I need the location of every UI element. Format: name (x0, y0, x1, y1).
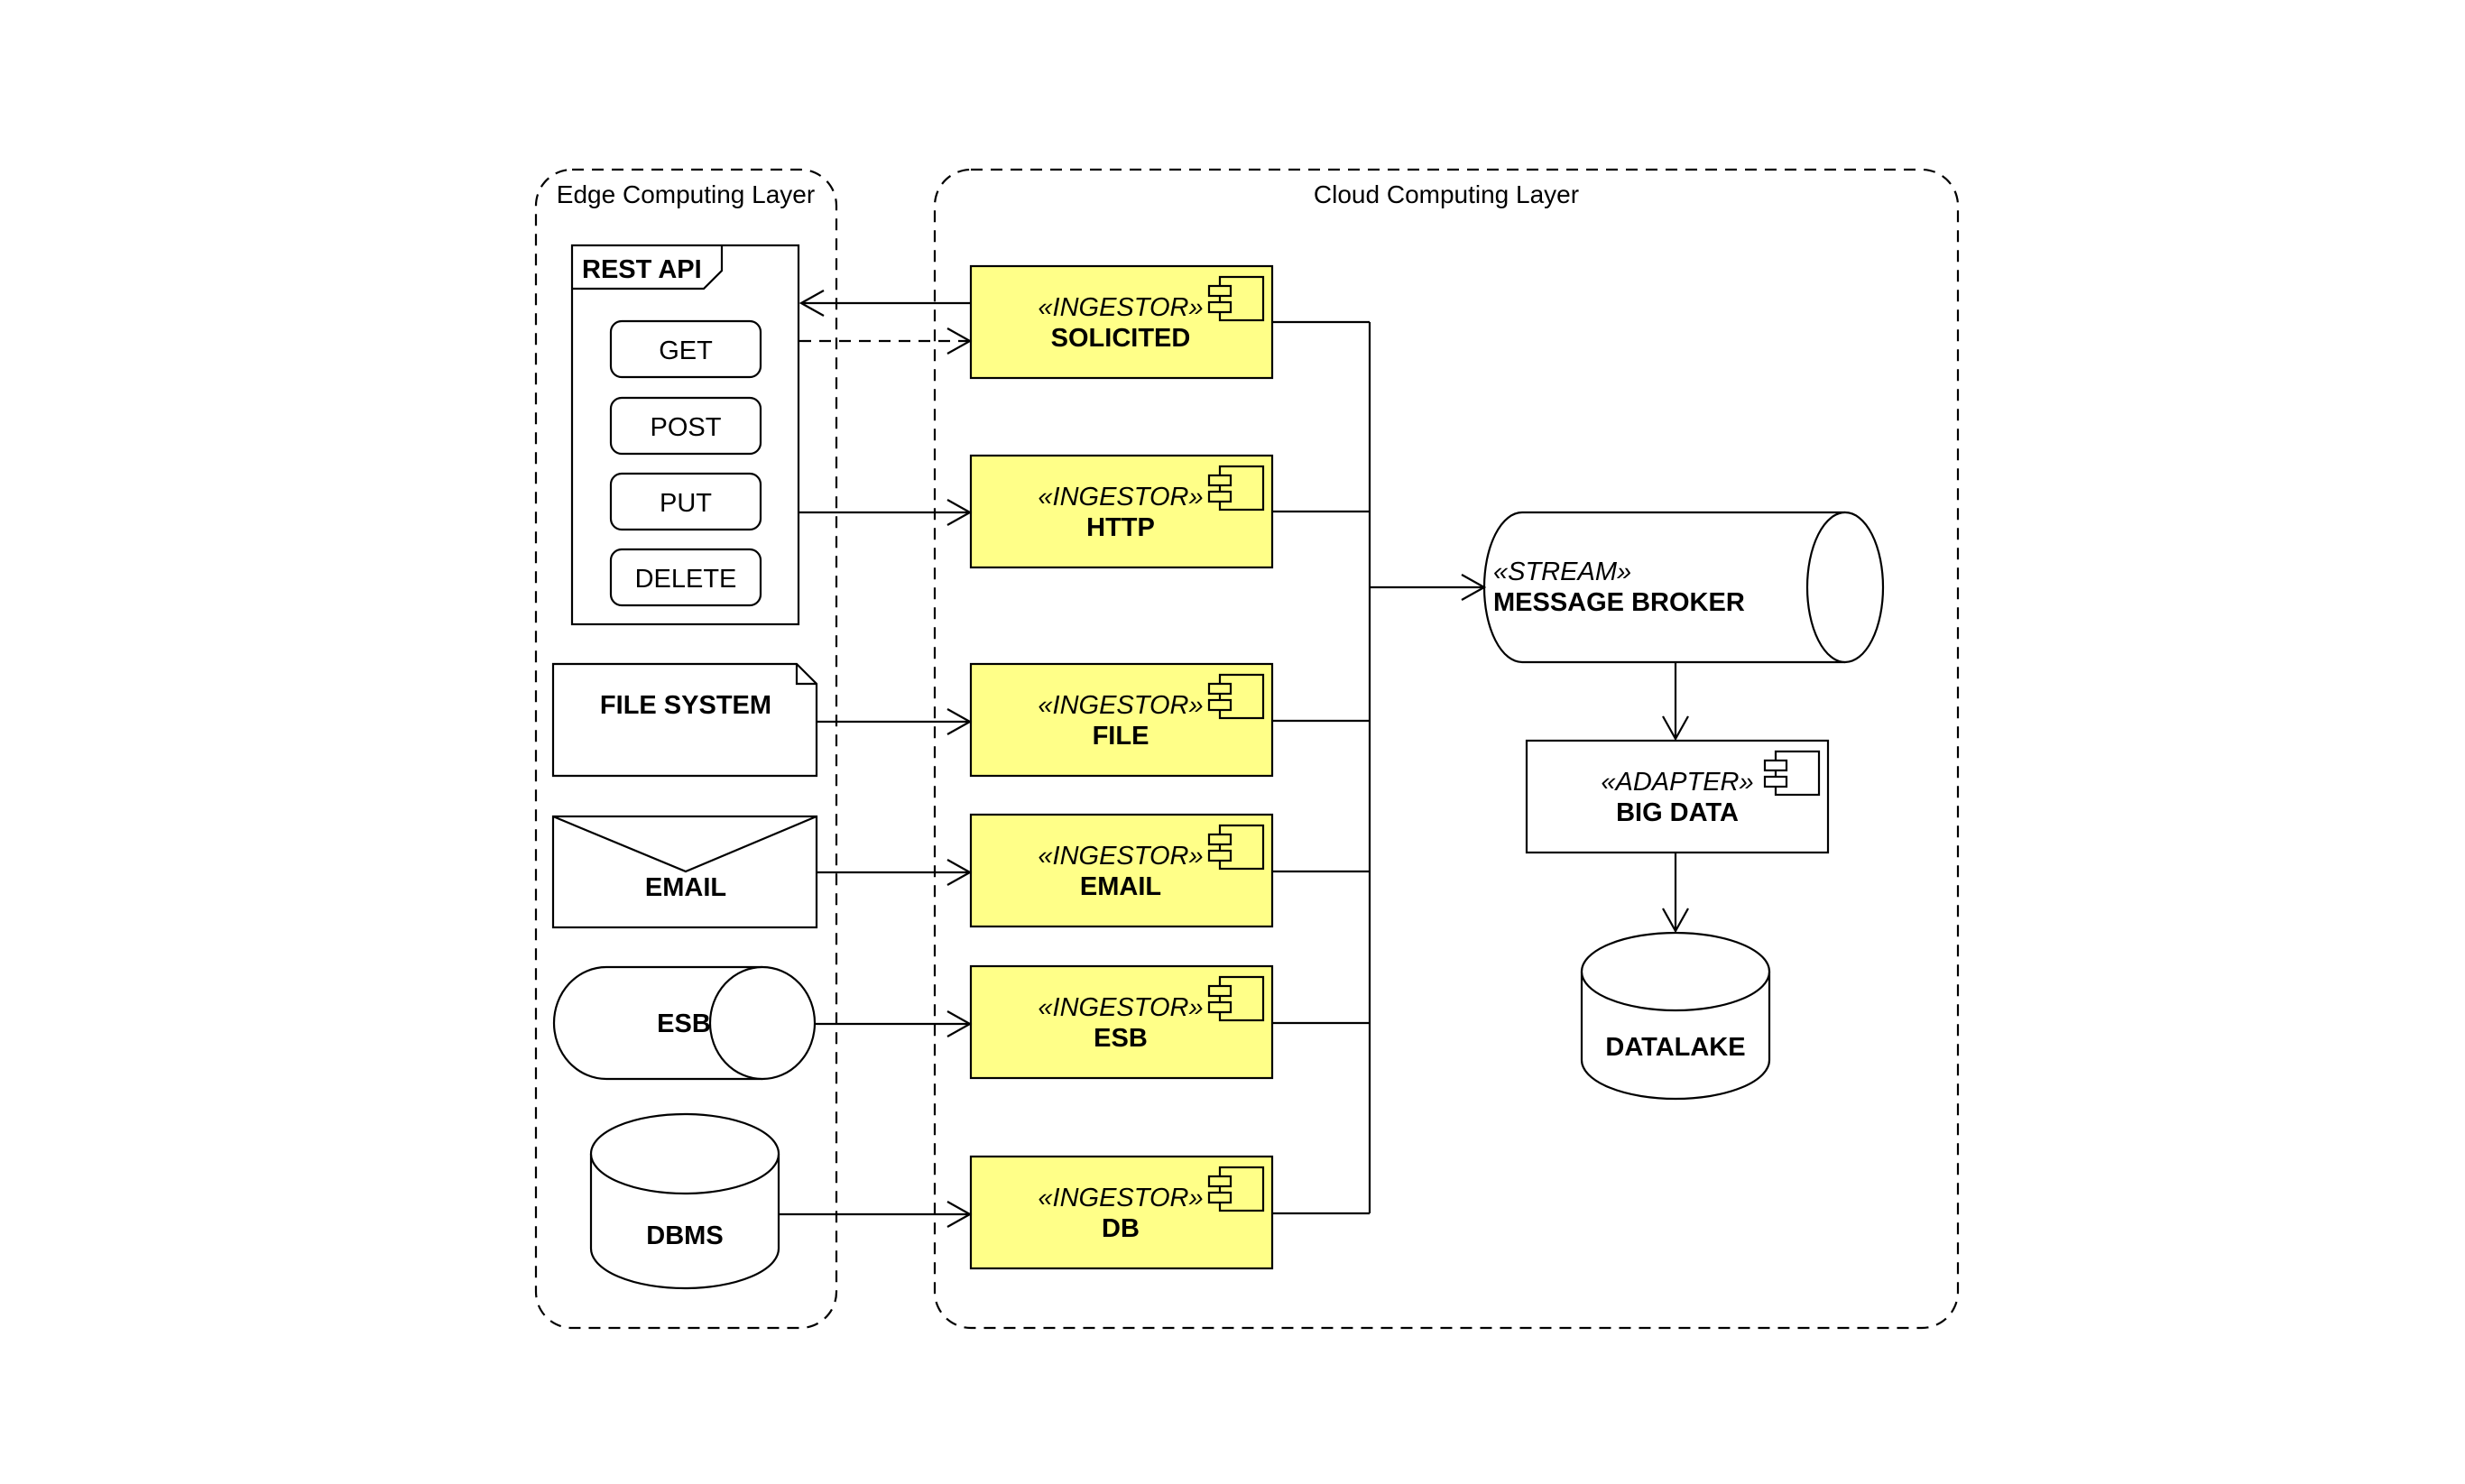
esb-node: ESB (552, 965, 817, 1081)
dbms-label: DBMS (646, 1221, 723, 1250)
ingestor-stereotype: «INGESTOR» (1038, 993, 1203, 1022)
ingestor-stereotype: «INGESTOR» (1038, 842, 1203, 871)
component-icon (1207, 1166, 1265, 1212)
file-system-node: FILE SYSTEM (551, 662, 818, 778)
ingestor-name: EMAIL (1080, 872, 1161, 901)
dbms-node: DBMS (589, 1112, 780, 1290)
ingestor-stereotype: «INGESTOR» (1038, 1184, 1203, 1212)
datalake-node: DATALAKE (1580, 931, 1771, 1101)
component-icon (1207, 824, 1265, 871)
method-post-label: POST (651, 413, 722, 442)
solicited-to-rest-arrow (799, 290, 971, 317)
cloud-layer-title: Cloud Computing Layer (1314, 180, 1579, 208)
method-put-label: PUT (660, 489, 712, 518)
cloud-computing-layer: Cloud Computing Layer (933, 168, 1960, 1330)
ingestor-stereotype: «INGESTOR» (1038, 293, 1203, 322)
method-delete: DELETE (609, 548, 762, 607)
method-delete-label: DELETE (635, 565, 737, 594)
method-get-label: GET (659, 336, 713, 365)
ingestor-name: SOLICITED (1051, 324, 1191, 353)
rest-api-title: REST API (582, 255, 702, 284)
component-icon (1207, 975, 1265, 1022)
ingestor-file: «INGESTOR»FILE (969, 662, 1274, 778)
ingestor-name: FILE (1093, 722, 1149, 751)
ingestor-http: «INGESTOR»HTTP (969, 454, 1274, 569)
dbms-to-db-arrow (779, 1201, 973, 1228)
ingestor-name: DB (1102, 1214, 1140, 1243)
email-to-email-arrow (817, 859, 973, 886)
connectors (779, 290, 1689, 1228)
adapter-component-icon (1763, 750, 1821, 797)
broker-stereotype: «STREAM» (1493, 558, 1631, 586)
ingestor-esb: «INGESTOR»ESB (969, 964, 1274, 1080)
component-icon (1207, 465, 1265, 512)
component-icon (1207, 275, 1265, 322)
rest-to-http-arrow (799, 499, 973, 526)
ingestor-components: «INGESTOR»SOLICITED«INGESTOR»HTTP«INGEST… (969, 264, 1274, 1270)
adapter-to-datalake-arrow (1662, 853, 1689, 934)
broker-name: MESSAGE BROKER (1493, 588, 1745, 617)
esb-to-esb-arrow (815, 1010, 973, 1037)
ingestor-db: «INGESTOR»DB (969, 1155, 1274, 1270)
component-icon (1207, 673, 1265, 720)
ingestor-name: HTTP (1086, 513, 1155, 542)
email-node: EMAIL (551, 815, 818, 929)
broker-to-adapter-arrow (1662, 662, 1689, 742)
ingestor-stereotype: «INGESTOR» (1038, 691, 1203, 720)
edge-computing-layer: Edge Computing Layer (534, 168, 838, 1330)
edge-layer-title: Edge Computing Layer (557, 180, 815, 208)
get-to-solicited-arrow (799, 327, 973, 355)
ingestor-name: ESB (1094, 1024, 1148, 1053)
ingestor-bus (1272, 320, 1371, 1215)
message-broker-node: «STREAM» MESSAGE BROKER (1482, 511, 1885, 664)
method-put: PUT (609, 472, 762, 531)
adapter-stereotype: «ADAPTER» (1601, 768, 1753, 797)
ingestor-stereotype: «INGESTOR» (1038, 483, 1203, 512)
email-source-label: EMAIL (645, 873, 726, 902)
method-post: POST (609, 396, 762, 456)
method-get: GET (609, 319, 762, 379)
file-system-label: FILE SYSTEM (600, 691, 771, 720)
file-system-to-file-arrow (817, 708, 973, 735)
bus-to-broker-arrow (1370, 574, 1487, 601)
ingestor-solicited: «INGESTOR»SOLICITED (969, 264, 1274, 380)
ingestor-email: «INGESTOR»EMAIL (969, 813, 1274, 928)
rest-api-frame: REST API GET POST PUT DELETE (570, 244, 800, 626)
datalake-label: DATALAKE (1605, 1033, 1745, 1062)
big-data-adapter: «ADAPTER» BIG DATA (1525, 739, 1830, 854)
adapter-name: BIG DATA (1616, 798, 1739, 827)
esb-source-label: ESB (657, 1009, 711, 1038)
